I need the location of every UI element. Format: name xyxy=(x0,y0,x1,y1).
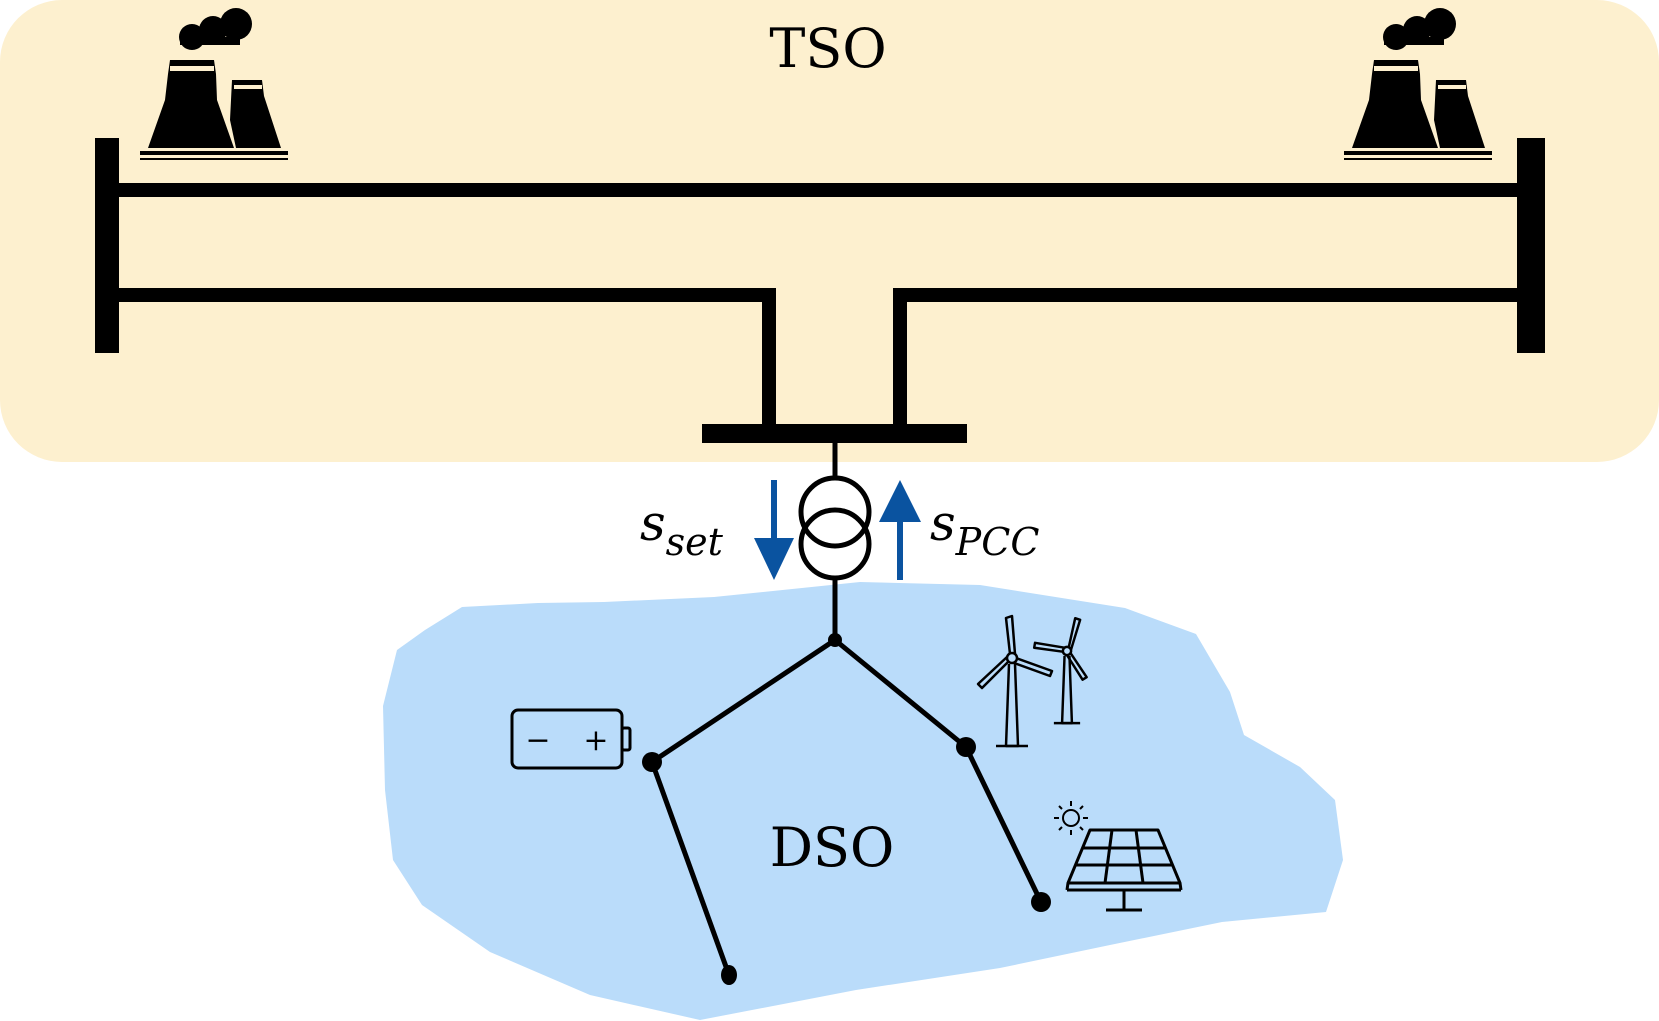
battery-icon: − + xyxy=(510,708,632,770)
s-pcc-main: s xyxy=(930,494,956,552)
top-line xyxy=(119,183,1517,197)
left-lower-line xyxy=(119,288,776,302)
left-end-node xyxy=(721,965,737,985)
right-lower-line xyxy=(893,288,1517,302)
s-set-label: sset xyxy=(640,494,724,564)
dso-network xyxy=(649,637,1044,976)
left-busbar xyxy=(95,138,119,353)
root-node xyxy=(828,633,842,647)
sun-icon xyxy=(1054,801,1088,835)
tso-region xyxy=(0,0,1659,462)
power-plant-icon xyxy=(1344,8,1492,160)
s-pcc-sub: PCC xyxy=(955,520,1040,564)
tso-label: TSO xyxy=(769,17,886,80)
solar-panel-icon xyxy=(1065,828,1183,912)
left-drop-line xyxy=(762,288,776,428)
s-set-arrow xyxy=(754,480,794,580)
s-pcc-label: sPCC xyxy=(930,494,1039,564)
battery-plus: + xyxy=(583,723,608,758)
left-node xyxy=(642,752,662,772)
s-set-sub: set xyxy=(666,520,724,564)
power-plant-icon xyxy=(140,8,288,160)
s-set-main: s xyxy=(640,494,666,552)
pcc-busbar xyxy=(702,424,967,443)
right-node xyxy=(956,737,976,757)
right-drop-line xyxy=(893,288,907,428)
right-busbar xyxy=(1517,138,1545,353)
transformer-icon xyxy=(798,443,872,640)
dso-region xyxy=(383,582,1343,1020)
right-end-node xyxy=(1031,892,1051,912)
s-pcc-arrow xyxy=(879,480,921,580)
wind-turbine-icon xyxy=(976,614,1054,748)
tso-network xyxy=(95,138,1545,443)
dso-nodes xyxy=(642,633,1051,985)
battery-minus: − xyxy=(525,723,550,758)
dso-label: DSO xyxy=(770,816,895,879)
wind-turbine-icon xyxy=(1032,616,1088,725)
